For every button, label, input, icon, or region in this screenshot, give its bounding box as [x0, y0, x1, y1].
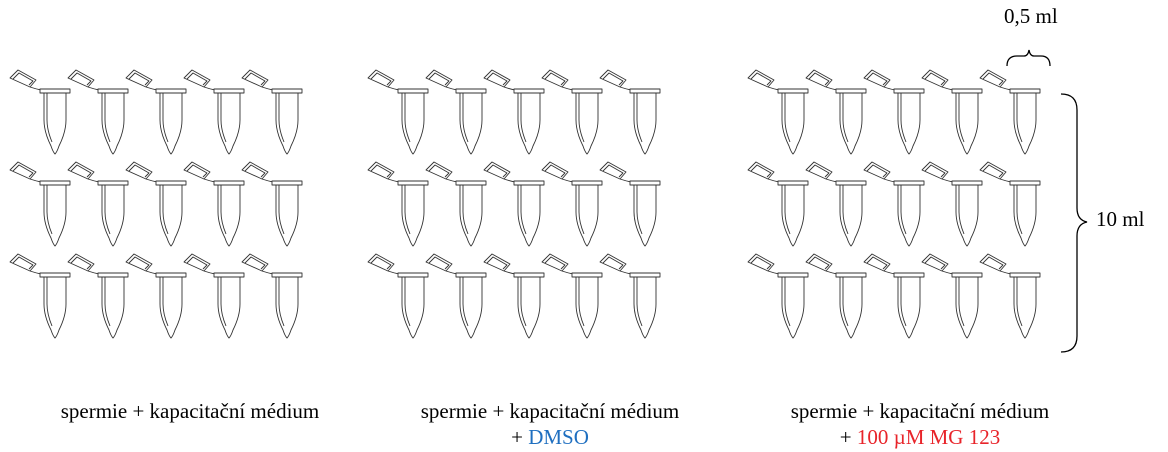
microcentrifuge-tube [367, 161, 429, 247]
microcentrifuge-tube [863, 161, 925, 247]
microcentrifuge-tube [9, 69, 71, 155]
group-1-caption-line1: spermie + kapacitační médium [60, 399, 320, 423]
microcentrifuge-tube [979, 69, 1041, 155]
dimension-brackets [1006, 49, 1088, 353]
group-2-caption-line1: spermie + kapacitační médium [420, 399, 680, 423]
microcentrifuge-tube [367, 253, 429, 339]
microcentrifuge-tube [921, 69, 983, 155]
microcentrifuge-tube [67, 253, 129, 339]
microcentrifuge-tube [425, 69, 487, 155]
microcentrifuge-tube [67, 161, 129, 247]
microcentrifuge-tube [241, 69, 303, 155]
microcentrifuge-tube [599, 161, 661, 247]
group-3-caption-line1: spermie + kapacitační médium [790, 399, 1050, 423]
microcentrifuge-tube [863, 253, 925, 339]
microcentrifuge-tube [541, 161, 603, 247]
microcentrifuge-tube [425, 161, 487, 247]
microcentrifuge-tube [805, 69, 867, 155]
microcentrifuge-tube [9, 161, 71, 247]
total-volume-label: 10 ml [1096, 207, 1145, 231]
microcentrifuge-tube [921, 161, 983, 247]
microcentrifuge-tube [599, 69, 661, 155]
volume-bracket-large [1060, 93, 1088, 353]
microcentrifuge-tube [9, 253, 71, 339]
mg123-label: 100 µM MG 123 [856, 425, 1001, 449]
microcentrifuge-tube [979, 253, 1041, 339]
microcentrifuge-tube [367, 69, 429, 155]
group-2-caption: spermie + kapacitační médium + DMSO [360, 398, 740, 450]
group-3-caption: spermie + kapacitační médium + 100 µM MG… [740, 398, 1100, 450]
tube-array [9, 69, 1041, 339]
group-2-caption-line2: + DMSO [360, 424, 740, 450]
group-3-plus: + [839, 425, 857, 449]
volume-bracket-small [1006, 49, 1051, 67]
microcentrifuge-tube [241, 253, 303, 339]
microcentrifuge-tube [863, 69, 925, 155]
microcentrifuge-tube [125, 161, 187, 247]
microcentrifuge-tube [599, 253, 661, 339]
microcentrifuge-tube [805, 161, 867, 247]
group-3-caption-line2: + 100 µM MG 123 [740, 424, 1100, 450]
microcentrifuge-tube [241, 161, 303, 247]
microcentrifuge-tube [483, 253, 545, 339]
microcentrifuge-tube [747, 253, 809, 339]
microcentrifuge-tube [805, 253, 867, 339]
group-2-plus: + [511, 425, 529, 449]
microcentrifuge-tube [747, 161, 809, 247]
microcentrifuge-tube [541, 253, 603, 339]
single-tube-volume-label: 0,5 ml [1004, 4, 1058, 28]
microcentrifuge-tube [183, 161, 245, 247]
group-1-caption: spermie + kapacitační médium [0, 398, 380, 424]
microcentrifuge-tube [979, 161, 1041, 247]
microcentrifuge-tube [425, 253, 487, 339]
microcentrifuge-tube [483, 69, 545, 155]
microcentrifuge-tube [125, 253, 187, 339]
microcentrifuge-tube [183, 69, 245, 155]
dmso-label: DMSO [528, 425, 589, 449]
microcentrifuge-tube [747, 69, 809, 155]
microcentrifuge-tube [541, 69, 603, 155]
microcentrifuge-tube [67, 69, 129, 155]
microcentrifuge-tube [483, 161, 545, 247]
microcentrifuge-tube [183, 253, 245, 339]
microcentrifuge-tube [125, 69, 187, 155]
microcentrifuge-tube [921, 253, 983, 339]
